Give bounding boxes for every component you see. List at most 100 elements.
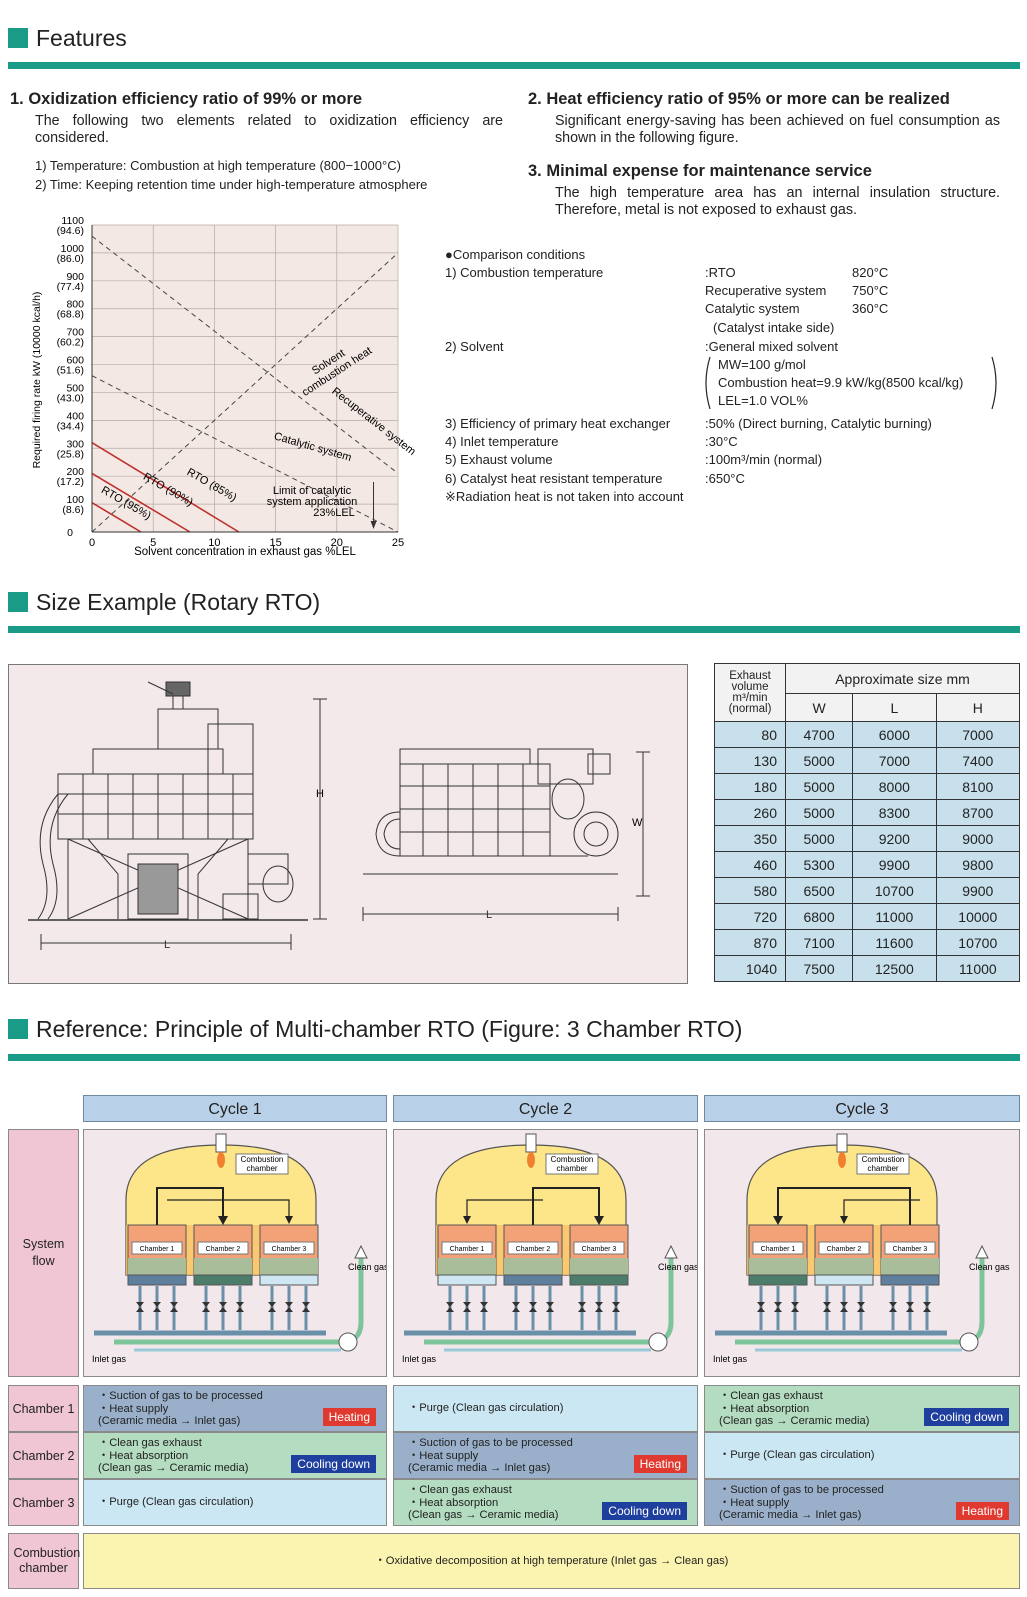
cool-line-3: (Clean gas → Ceramic media): [719, 1415, 870, 1427]
features-section-title: Features: [8, 22, 127, 54]
inlet-gas-label: Inlet gas: [402, 1354, 437, 1364]
valve-icon: [529, 1302, 537, 1312]
combustion-chamber-text: Combustion chamber: [13, 1546, 81, 1575]
fan-icon: [338, 1332, 358, 1352]
combustion-chamber-box: [856, 1153, 910, 1175]
limit-label-1: Limit of catalytic: [273, 485, 352, 497]
width-cell: 5000: [784, 773, 854, 800]
chamber-bottom: [569, 1274, 629, 1286]
cycle-2-header: Cycle 2: [393, 1095, 698, 1122]
chamber-bottom: [259, 1274, 319, 1286]
flow-arrowhead-icon: [594, 1216, 604, 1225]
limit-arrow-icon: [370, 521, 377, 529]
valve-icon: [136, 1302, 144, 1312]
combustion-label-2: chamber: [246, 1164, 277, 1173]
combustion-label-1: Combustion: [551, 1155, 594, 1164]
chart-x-label: Solvent concentration in exhaust gas %LE…: [134, 546, 356, 558]
gas-flow-arrow: [156, 1187, 224, 1225]
length-cell: 8000: [852, 773, 937, 800]
chamber-bottom: [437, 1274, 497, 1286]
chamber-bottom: [880, 1274, 940, 1286]
height-cell: 9900: [935, 877, 1021, 904]
exhaust-volume-header: Exhaust volume m³/min (normal): [714, 663, 786, 722]
y-tick-label: 400: [66, 410, 84, 422]
burner-icon: [525, 1133, 537, 1153]
heat-line-3: (Ceramic media → Inlet gas): [408, 1462, 551, 1474]
system-flow-label: System flow: [8, 1129, 79, 1377]
clean-gas-arrow-icon: [664, 1244, 678, 1259]
conditions-lower-right: :50% (Direct burning, Catalytic burning)…: [705, 415, 932, 488]
clean-gas-label: Clean gas: [658, 1262, 697, 1272]
valve-icon: [823, 1302, 831, 1312]
valve-icon: [219, 1302, 227, 1312]
heat-line-3: (Ceramic media → Inlet gas): [719, 1509, 862, 1521]
valve-icon: [463, 1302, 471, 1312]
rto-drawing-panel: H L W L: [8, 664, 688, 984]
conditions-left-col: 1) Combustion temperature: [445, 264, 603, 282]
chamber-media: [749, 1258, 807, 1275]
size-table: Exhaust volume m³/min (normal) Approxima…: [714, 663, 1021, 982]
side-view-drawing: [28, 681, 308, 921]
chamber-label: Chamber 2: [827, 1246, 862, 1253]
purge-text: ・Purge (Clean gas circulation): [719, 1449, 875, 1462]
x-tick-label: 0: [89, 537, 95, 549]
limit-label-3: 23%LEL: [313, 507, 355, 519]
chamber-label-box: [507, 1241, 559, 1255]
purge-text: ・Purge (Clean gas circulation): [98, 1496, 254, 1509]
combustion-label-2: chamber: [556, 1164, 587, 1173]
y-tick-label: 1100: [61, 215, 84, 227]
y-tick-sublabel: (68.8): [57, 309, 84, 321]
c1-ch1-heating: ・Suction of gas to be processed ・Heat su…: [83, 1385, 387, 1432]
flame-icon: [217, 1152, 225, 1168]
feature-2-text: Significant energy-saving has been achie…: [555, 113, 1000, 146]
dimension-H: H: [316, 788, 324, 800]
col-W-header: W: [784, 693, 854, 722]
exhaust-volume-cell: 580: [714, 877, 786, 904]
feature-2-title: 2. Heat efficiency ratio of 95% or more …: [528, 90, 950, 108]
c3-ch3-heating: ・Suction of gas to be processed ・Heat su…: [704, 1479, 1020, 1526]
chamber-label: Chamber 3: [582, 1246, 617, 1253]
chamber-label: Chamber 1: [761, 1246, 796, 1253]
valve-icon: [774, 1302, 782, 1312]
series-line-3: [91, 442, 240, 533]
width-cell: 5000: [784, 747, 854, 774]
combustion-label-1: Combustion: [862, 1155, 905, 1164]
y-tick-label: 1000: [61, 243, 85, 255]
chamber-media: [128, 1258, 186, 1275]
c2-ch3-cooling: ・Clean gas exhaust ・Heat absorption (Cle…: [393, 1479, 698, 1526]
heat-line-2: ・Heat supply: [719, 1496, 790, 1509]
size-title-text: Size Example (Rotary RTO): [36, 589, 321, 615]
cond-2-mw: MW=100 g/mol: [718, 357, 806, 372]
section-marker-icon: [8, 592, 28, 612]
cond-5-value: :100m³/min (normal): [705, 452, 823, 468]
chamber-media: [504, 1258, 562, 1275]
purge-flow-arrow: [167, 1199, 290, 1218]
chamber-2-label: Chamber 2: [8, 1432, 79, 1479]
cool-line-2: ・Heat absorption: [408, 1496, 499, 1509]
feature-1-title: 1. Oxidization efficiency ratio of 99% o…: [10, 90, 363, 108]
exhaust-volume-cell: 460: [714, 851, 786, 878]
chamber-bottom: [748, 1274, 808, 1286]
conditions-title: ●Comparison conditions: [445, 247, 586, 262]
cooling-badge: Cooling down: [291, 1454, 376, 1473]
cond-3: 3) Efficiency of primary heat exchanger: [445, 416, 671, 431]
flow-arrowhead-icon: [218, 1216, 228, 1225]
x-tick-label: 15: [269, 537, 281, 549]
chamber-label-box: [818, 1241, 870, 1255]
length-cell: 6000: [852, 721, 937, 748]
heating-badge: Heating: [322, 1407, 376, 1426]
y-tick-sublabel: (34.4): [57, 420, 84, 432]
cooling-badge: Cooling down: [924, 1407, 1009, 1426]
cycle-1-header: Cycle 1: [83, 1095, 387, 1122]
c3-ch1-cooling: ・Clean gas exhaust ・Heat absorption (Cle…: [704, 1385, 1020, 1432]
cool-line-2: ・Heat absorption: [98, 1449, 189, 1462]
width-cell: 6800: [784, 903, 854, 930]
cond-2: 2) Solvent: [445, 339, 504, 354]
